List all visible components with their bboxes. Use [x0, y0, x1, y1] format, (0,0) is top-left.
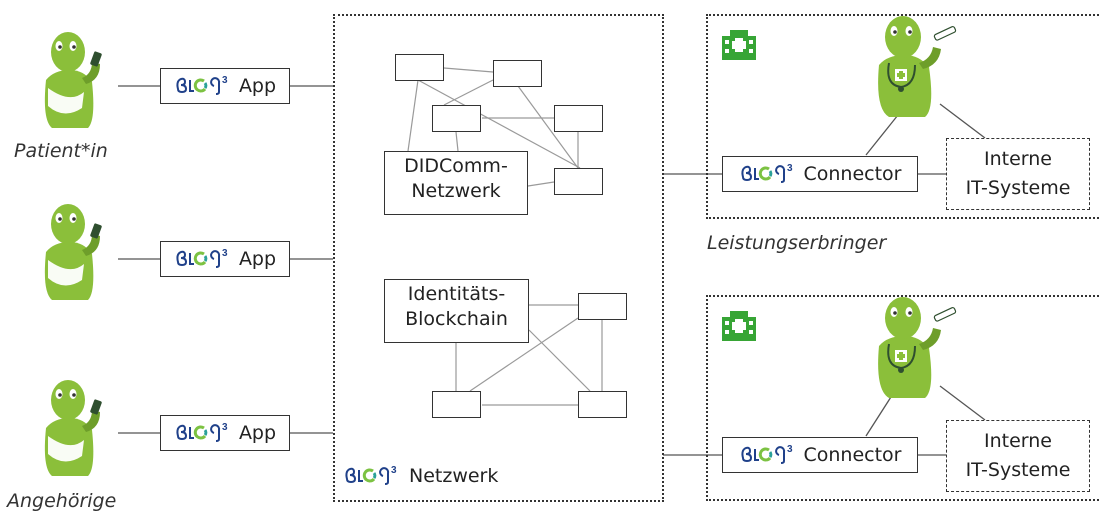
svg-text:3: 3 — [222, 422, 228, 433]
network-label: 3 Netzwerk — [343, 463, 498, 489]
didcomm-label-line-2: Netzwerk — [411, 180, 501, 202]
svg-text:3: 3 — [787, 163, 793, 174]
svg-text:3: 3 — [391, 465, 397, 476]
internal-it-systems-1: Interne IT-Systeme — [946, 138, 1090, 210]
app-label: App — [238, 422, 277, 444]
blockchain-node — [578, 293, 627, 320]
systems-label-line-2: IT-Systeme — [965, 177, 1071, 199]
network-frame — [333, 14, 664, 502]
didcomm-node — [395, 54, 444, 81]
app-label: App — [238, 248, 277, 270]
svg-text:3: 3 — [222, 248, 228, 259]
hospital-icon — [722, 311, 756, 341]
doctor-figure-2 — [877, 296, 958, 399]
app-box-relative[interactable]: 3 App — [160, 415, 290, 451]
provider-caption: Leistungserbringer — [707, 232, 887, 254]
elog-logo-icon: 3 — [739, 161, 797, 187]
svg-text:3: 3 — [222, 75, 228, 86]
elog-logo-icon: 3 — [174, 420, 232, 446]
didcomm-node — [554, 105, 603, 132]
connector-box-2[interactable]: 3 Connector — [722, 437, 918, 473]
connector-label: Connector — [803, 163, 902, 185]
network-label-text: Netzwerk — [409, 465, 499, 487]
relative-figure — [44, 380, 103, 476]
provider-frame-1 — [706, 14, 1100, 219]
elog-logo-icon: 3 — [174, 246, 232, 272]
blockchain-node — [432, 391, 481, 418]
patient-figure-2 — [44, 204, 103, 300]
relative-caption: Angehörige — [7, 490, 117, 512]
didcomm-label-line-1: DIDComm- — [404, 155, 508, 177]
identity-blockchain-label: Identitäts- Blockchain — [384, 279, 529, 343]
didcomm-network-label: DIDComm- Netzwerk — [384, 151, 528, 215]
elog-logo-icon: 3 — [174, 73, 232, 99]
didcomm-node — [493, 60, 542, 87]
doctor-figure-1 — [877, 15, 958, 118]
hospital-icon — [722, 30, 756, 60]
systems-label-line-1: Interne — [984, 148, 1052, 170]
blockchain-label-line-2: Blockchain — [405, 308, 508, 330]
didcomm-node — [554, 168, 603, 195]
elog-logo-icon: 3 — [739, 442, 797, 468]
blockchain-node — [578, 391, 627, 418]
connector-box-1[interactable]: 3 Connector — [722, 156, 918, 192]
provider-frame-2 — [706, 295, 1100, 501]
elog-logo-icon: 3 — [343, 463, 401, 489]
app-box-patient-2[interactable]: 3 App — [160, 241, 290, 277]
app-label: App — [238, 75, 277, 97]
patient-figure — [44, 32, 103, 128]
internal-it-systems-2: Interne IT-Systeme — [946, 420, 1090, 492]
didcomm-node — [432, 105, 481, 132]
patient-caption: Patient*in — [14, 140, 108, 162]
svg-text:3: 3 — [787, 444, 793, 455]
connector-label: Connector — [803, 444, 902, 466]
blockchain-label-line-1: Identitäts- — [407, 283, 506, 305]
app-box-patient[interactable]: 3 App — [160, 68, 290, 104]
systems-label-line-1: Interne — [984, 430, 1052, 452]
systems-label-line-2: IT-Systeme — [965, 459, 1071, 481]
